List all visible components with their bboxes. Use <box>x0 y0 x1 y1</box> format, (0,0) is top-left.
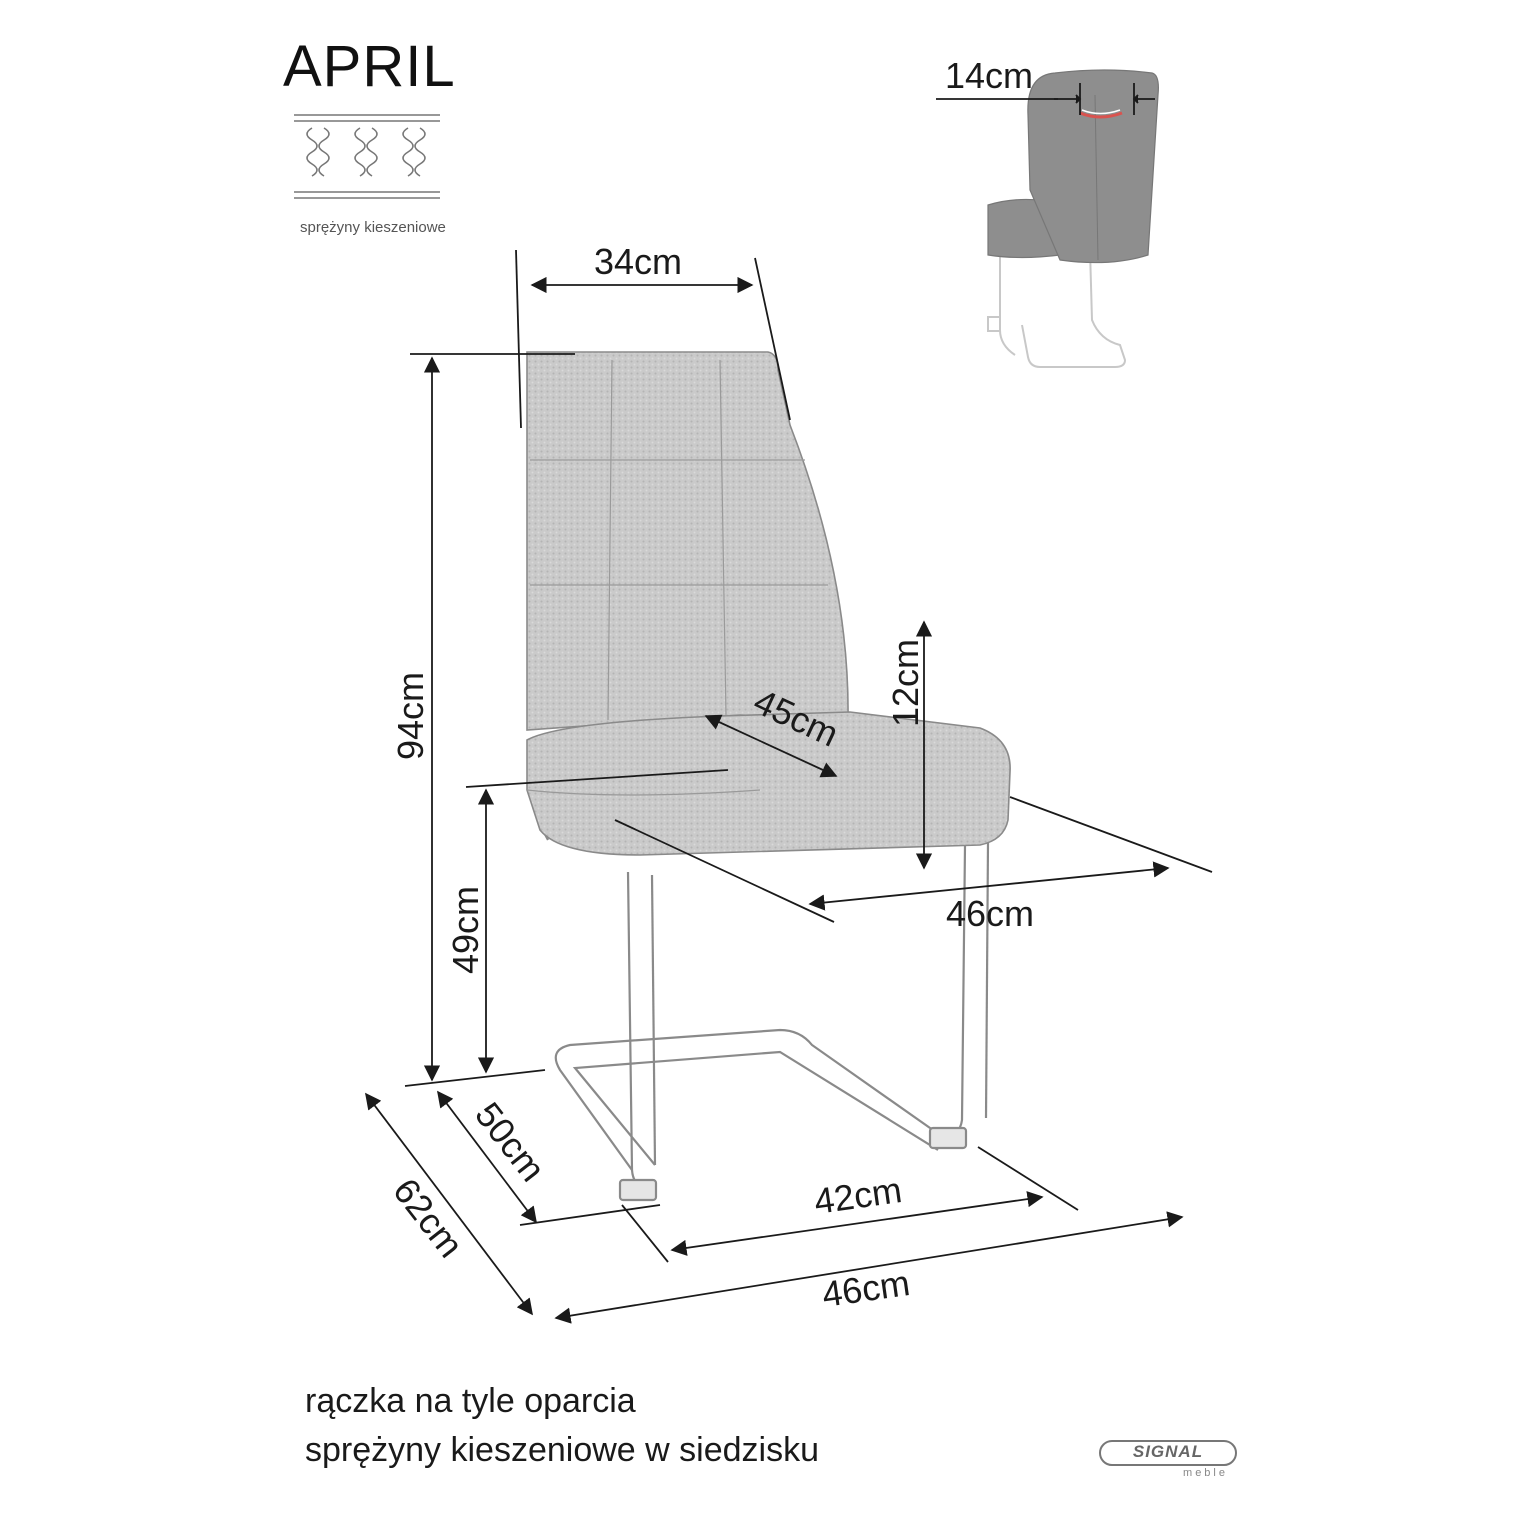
chair-backrest <box>526 351 849 731</box>
dimension-line-seat-depth <box>704 714 838 778</box>
label-seat-thickness: 12cm <box>885 638 926 728</box>
chair-frame <box>539 824 990 1202</box>
dimension-line-seat-width <box>808 861 1170 911</box>
label-handle-width: 14cm <box>945 55 1034 96</box>
label-seat-height: 49cm <box>445 885 486 975</box>
dimension-line-total-depth <box>365 1092 533 1316</box>
logo-sub: meble <box>1183 1467 1228 1479</box>
pocket-springs-icon <box>294 114 440 199</box>
note-back-handle: rączka na tyle oparcia <box>305 1382 636 1420</box>
label-backrest-width: 34cm <box>594 241 683 282</box>
spring-icon-label: sprężyny kieszeniowe <box>300 219 446 236</box>
signal-logo: SIGNAL meble <box>1098 1439 1238 1499</box>
chair-seat <box>526 711 1011 856</box>
dimension-line-total-width <box>554 1211 1184 1324</box>
rear-view-chair-image <box>936 69 1159 368</box>
product-title: APRIL <box>283 34 456 99</box>
logo-brand: SIGNAL <box>1132 1442 1204 1461</box>
label-total-height: 94cm <box>390 671 431 761</box>
label-seat-width: 46cm <box>946 893 1035 934</box>
note-pocket-springs: sprężyny kieszeniowe w siedzisku <box>305 1431 819 1469</box>
